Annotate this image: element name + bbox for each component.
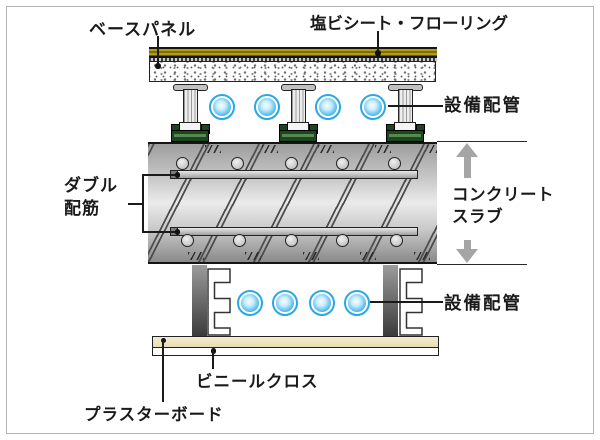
arrow-up-head: [456, 143, 478, 157]
pipe-icon: [209, 94, 235, 120]
pipe-icon: [237, 290, 263, 316]
post-base-stripe: [389, 134, 421, 137]
label-base-panel: ベースパネル: [89, 20, 197, 40]
rebar-section-circle: [176, 157, 189, 170]
surface-hatch: [245, 252, 261, 260]
label-concrete-slab-line1: コンクリート: [452, 185, 554, 204]
leader-base-panel: [157, 36, 159, 65]
surface-hatch: [427, 145, 437, 153]
pipe-core: [313, 294, 331, 312]
leader-dot: [375, 50, 381, 56]
vinyl-cloth-layer: [152, 347, 439, 356]
leader-piping-upper: [388, 105, 443, 107]
floor-support-post: [171, 84, 210, 142]
pipe-icon: [272, 290, 298, 316]
label-equipment-piping-upper: 設備配管: [444, 96, 522, 116]
floor-support-post: [279, 84, 318, 142]
pipe-core: [319, 98, 337, 116]
label-vinyl-cloth: ビニールクロス: [196, 372, 319, 391]
slab-top-reference-line: [437, 140, 527, 143]
leader-to-lower-bar: [143, 231, 177, 233]
slab-bottom-reference-line: [437, 263, 527, 266]
ceiling-hanger-post: [383, 265, 398, 336]
rebar-section-circle: [285, 157, 298, 170]
leader-piping-lower: [370, 301, 443, 303]
surface-hatch: [375, 145, 391, 153]
arrow-up-shaft: [463, 156, 471, 178]
post-base-stripe: [174, 134, 206, 137]
surface-hatch: [414, 252, 430, 260]
arrow-down-icon: [456, 240, 478, 263]
rebar-section-circle: [388, 157, 401, 170]
rebar-section-circle: [336, 157, 349, 170]
post-base-stripe: [282, 134, 314, 137]
pipe-icon: [360, 94, 386, 120]
pipe-core: [213, 98, 231, 116]
label-concrete-slab-line2: スラブ: [452, 207, 503, 226]
ceiling-hanger-post: [192, 265, 207, 336]
diagram-border: [6, 6, 594, 434]
surface-hatch: [318, 145, 334, 153]
surface-hatch: [205, 145, 221, 153]
label-vinyl-sheet-flooring: 塩ビシート・フローリング: [310, 14, 508, 33]
leader-vinyl-cloth: [212, 350, 214, 369]
vinyl-sheet-flooring-layer: [149, 47, 437, 58]
arrow-down-head: [456, 249, 478, 263]
pipe-icon: [344, 290, 370, 316]
label-double-reinforcement-line1: ダブル: [64, 176, 118, 196]
floor-support-post: [386, 84, 425, 142]
leader-vinyl-flooring: [377, 31, 379, 52]
pipe-core: [348, 294, 366, 312]
pipe-core: [276, 294, 294, 312]
rebar-section-circle: [181, 234, 194, 247]
surface-hatch: [360, 252, 376, 260]
leader-bracket-vertical: [142, 174, 144, 233]
label-double-reinforcement: ダブル 配筋: [64, 175, 118, 221]
label-double-reinforcement-line2: 配筋: [64, 199, 100, 219]
pipe-core: [241, 294, 259, 312]
surface-hatch: [188, 252, 204, 260]
leader-dot: [174, 229, 180, 235]
ceiling-channel-bracket: [207, 268, 231, 336]
rebar-section-circle: [336, 234, 349, 247]
pipe-core: [258, 98, 276, 116]
base-panel-layer: [149, 61, 436, 82]
surface-hatch: [262, 145, 278, 153]
arrow-down-shaft: [463, 240, 471, 250]
rebar-section-circle: [231, 157, 244, 170]
arrow-up-icon: [456, 143, 478, 178]
rebar-section-circle: [285, 234, 298, 247]
label-concrete-slab: コンクリート スラブ: [452, 184, 554, 228]
pipe-icon: [309, 290, 335, 316]
flooring-underlay-band: [149, 58, 437, 62]
leader-to-upper-bar: [143, 174, 177, 176]
label-plaster-board: プラスターボード: [84, 405, 224, 424]
leader-double-reinforcement: [128, 203, 144, 205]
label-equipment-piping-lower: 設備配管: [444, 294, 522, 314]
rebar-section-circle: [390, 234, 403, 247]
leader-plaster-board: [162, 340, 164, 402]
pipe-icon: [315, 94, 341, 120]
rebar-section-circle: [233, 234, 246, 247]
surface-hatch: [303, 252, 319, 260]
leader-dot: [174, 172, 180, 178]
concrete-slab: [148, 142, 437, 264]
pipe-core: [364, 98, 382, 116]
pipe-icon: [254, 94, 280, 120]
leader-dot: [155, 63, 161, 69]
upper-rebar-bar: [170, 170, 418, 179]
